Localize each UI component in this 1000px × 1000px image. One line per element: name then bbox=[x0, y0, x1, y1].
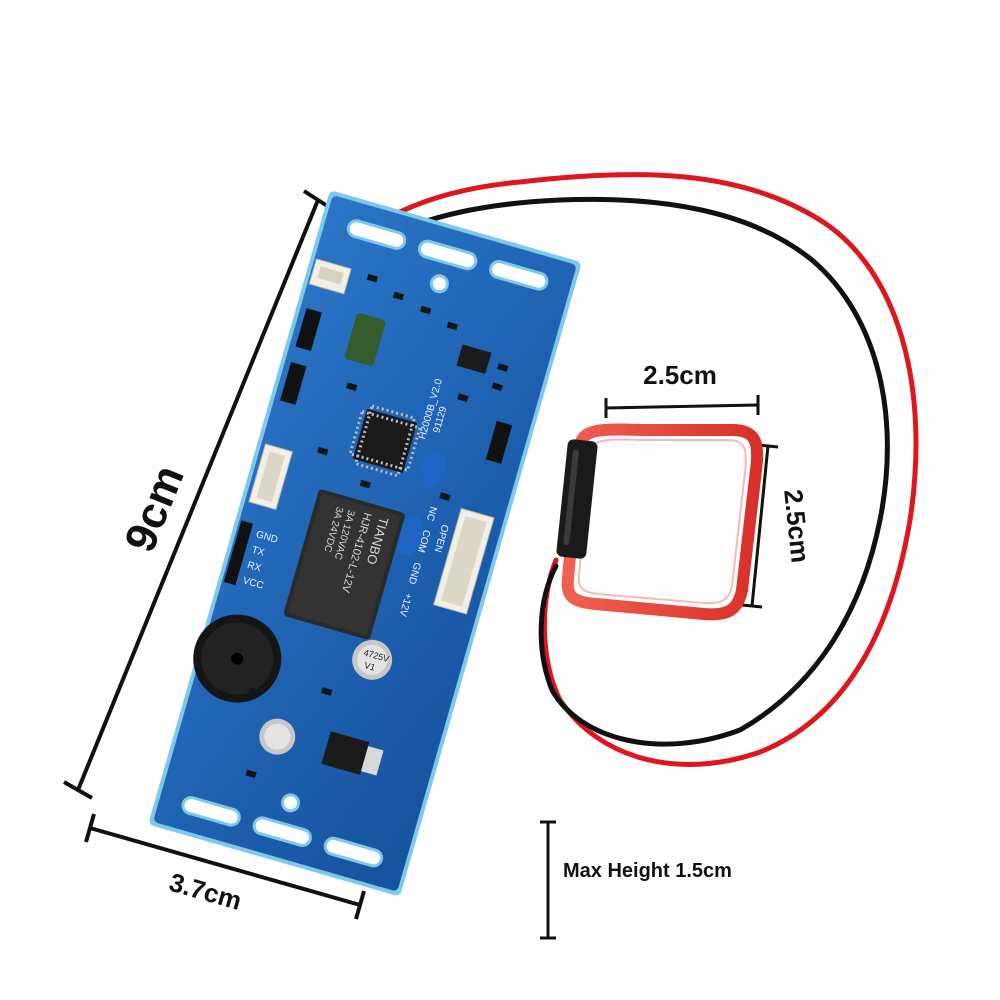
blue-capacitor-2 bbox=[397, 515, 423, 555]
voltage-regulator bbox=[321, 731, 384, 776]
board-length-label: 9cm bbox=[115, 459, 193, 559]
left-pin-header bbox=[223, 520, 254, 586]
max-height-dimension bbox=[540, 820, 556, 940]
mounting-slots-top bbox=[346, 219, 549, 294]
antenna-height-label: 2.5cm bbox=[778, 488, 816, 564]
board-width-label: 3.7cm bbox=[166, 867, 245, 916]
antenna-width-dimension bbox=[604, 395, 760, 418]
antenna-coil bbox=[556, 423, 764, 621]
buzzer bbox=[193, 614, 282, 703]
left-pin-tx: TX bbox=[250, 545, 266, 559]
pcb-board: H2000B_V2.0 91129 OPEN NC COM GND +12V T… bbox=[149, 191, 581, 896]
microcontroller-chip bbox=[348, 404, 422, 478]
cap-rating-3: V1 bbox=[363, 660, 376, 673]
max-height-label: Max Height 1.5cm bbox=[563, 860, 732, 882]
eeprom-chip bbox=[456, 344, 492, 374]
mounting-slots-bottom bbox=[181, 793, 384, 868]
film-capacitor bbox=[345, 313, 386, 366]
blue-capacitor-1 bbox=[420, 449, 446, 489]
relay: TIANBO HJR-4102-L-12V 3A 120VAC 3A 24VDC bbox=[283, 489, 405, 640]
antenna-width-label: 2.5cm bbox=[643, 360, 717, 390]
cap-rating-1: 47 bbox=[363, 647, 375, 659]
output-terminal-connector bbox=[433, 507, 495, 615]
left-pin-rx: RX bbox=[246, 560, 263, 574]
cap-rating-2: 25V bbox=[372, 650, 390, 664]
electrolytic-capacitor-1: 47 25V V1 bbox=[352, 639, 393, 680]
right-pin-nc: NC bbox=[424, 505, 439, 522]
antenna-wires bbox=[309, 172, 919, 767]
electrolytic-capacitor-2 bbox=[259, 718, 296, 755]
board-width-dimension bbox=[84, 813, 366, 920]
jumper-headers bbox=[280, 308, 513, 464]
antenna-connector bbox=[308, 258, 352, 295]
left-white-connector bbox=[248, 443, 294, 511]
smd-components bbox=[245, 273, 509, 779]
